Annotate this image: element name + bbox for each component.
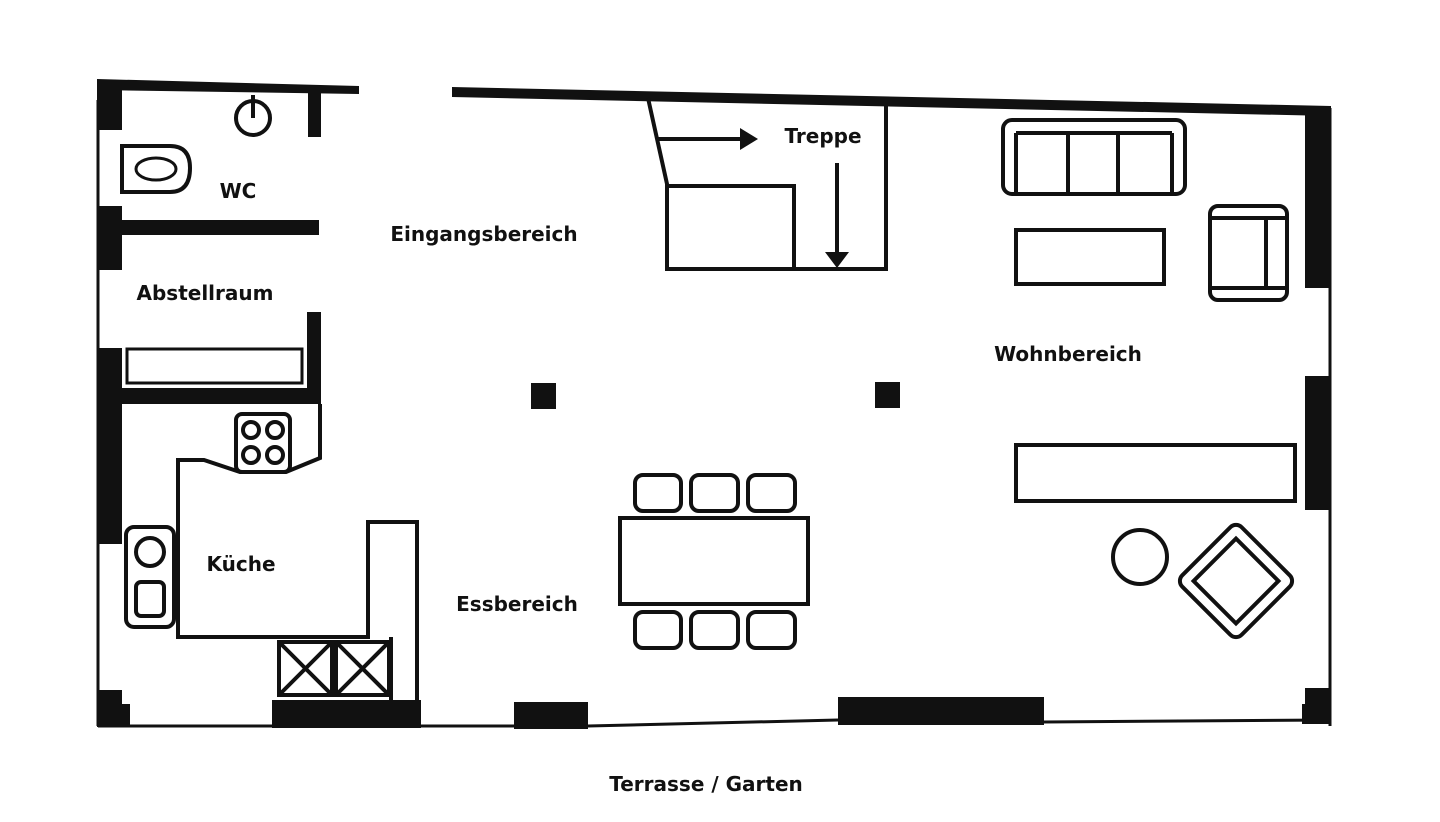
room-label-wohnbereich: Wohnbereich (994, 342, 1142, 366)
bottom-wall-seg-3 (838, 697, 1044, 725)
wc-wall-right (308, 90, 321, 137)
stove-icon (234, 412, 292, 474)
outline-bottom-mid2 (587, 718, 839, 728)
dining-chair-top-3 (746, 473, 797, 513)
sink-basin-round-icon (134, 536, 166, 568)
abstell-wall-bottom (97, 388, 321, 404)
bottom-wall-seg-2 (514, 702, 588, 729)
outline-bottom-right (1043, 718, 1331, 724)
column-right (875, 382, 900, 408)
sink-basin-square-icon (134, 580, 166, 618)
dining-chair-top-1 (633, 473, 683, 513)
column-left (531, 383, 556, 409)
sofa-icon (1001, 118, 1187, 196)
right-wall-seg-2 (1305, 376, 1331, 510)
kitchen-counter (176, 404, 419, 700)
appliance-box-2 (334, 640, 391, 697)
corner-bottom-left (97, 690, 130, 727)
wc-fixtures (120, 95, 272, 194)
wc-partition (97, 220, 319, 235)
storage-shelf-icon (125, 347, 304, 385)
staircase (646, 97, 888, 271)
arrow-down-icon (825, 252, 849, 268)
room-label-treppe: Treppe (784, 124, 861, 148)
room-label-kueche: Küche (206, 552, 275, 576)
armchair-icon (1208, 204, 1289, 302)
interior-walls (97, 90, 321, 404)
outside-label-terrasse: Terrasse / Garten (609, 772, 803, 796)
left-wall-seg-3 (97, 348, 122, 544)
toilet-bowl-icon (134, 156, 178, 182)
room-label-essbereich: Essbereich (456, 592, 578, 616)
appliance-cross-2b (334, 640, 391, 697)
burner-icon-4 (265, 445, 285, 465)
coffee-table (1014, 228, 1166, 286)
dining-chair-bottom-2 (689, 610, 740, 650)
stair-landing (667, 184, 796, 269)
arrow-right-icon (740, 128, 758, 150)
armchair-rotated-icon (1177, 522, 1295, 640)
sideboard (1014, 443, 1297, 503)
corner-bottom-right (1302, 688, 1331, 724)
toilet-icon (120, 144, 193, 194)
kitchen (124, 404, 419, 700)
bottom-wall-seg-1 (272, 700, 421, 728)
burner-icon-1 (241, 420, 261, 440)
living-furniture (1001, 118, 1297, 640)
appliance-box-1 (277, 640, 334, 697)
left-wall-seg-2 (97, 206, 122, 270)
dining-chair-top-2 (689, 473, 740, 513)
stair-outline-left (646, 97, 888, 271)
room-label-eingangsbereich: Eingangsbereich (390, 222, 577, 246)
top-wall-left (97, 79, 359, 94)
dining-chair-bottom-1 (633, 610, 683, 650)
left-wall-seg-1 (97, 80, 122, 130)
outer-walls (96, 79, 1332, 729)
burner-icon-3 (241, 445, 261, 465)
kitchen-sink-icon (124, 525, 176, 629)
round-side-table-icon (1111, 528, 1169, 586)
dining-set (618, 473, 810, 650)
burner-icon-2 (265, 420, 285, 440)
abstell-wall-right (307, 312, 321, 404)
room-label-wc: WC (220, 179, 257, 203)
top-wall-right (452, 87, 1331, 116)
appliance-cross-1b (277, 640, 334, 697)
dining-table (618, 516, 810, 606)
room-label-abstellraum: Abstellraum (137, 281, 274, 305)
dining-chair-bottom-3 (746, 610, 797, 650)
right-wall-seg-1 (1305, 108, 1331, 288)
